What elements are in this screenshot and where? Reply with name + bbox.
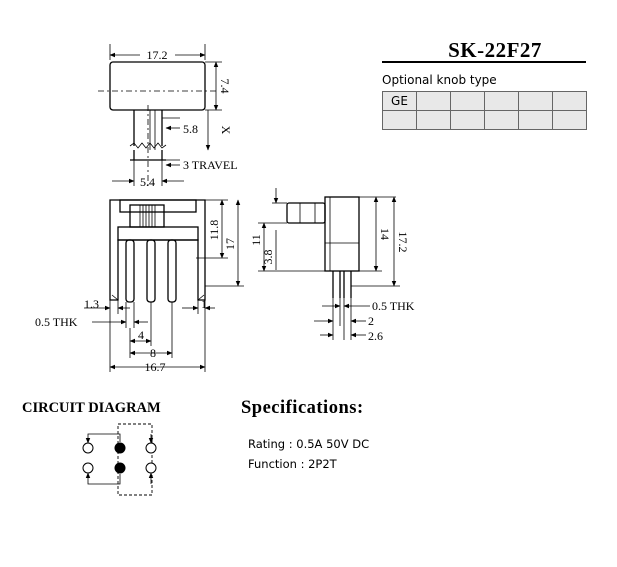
knob-cell (416, 91, 451, 111)
dim-travel: 3 TRAVEL (183, 158, 238, 172)
dim-knob-height: 7.4 (218, 79, 232, 94)
dim-side-2-6: 2.6 (368, 329, 383, 343)
dim-x-label: X (219, 126, 233, 135)
specifications-title: Specifications: (241, 398, 364, 418)
front-view: 11.8 17 1.3 1 0.5 THK 4 8 16.7 (35, 199, 244, 374)
dim-side-2: 2 (368, 314, 374, 328)
dim-side-11: 11 (249, 234, 263, 246)
knob-cell (450, 91, 485, 111)
side-view: 3.8 11 14 17.2 0.5 THK 2 2.6 (249, 188, 415, 343)
knob-cell (518, 91, 553, 111)
circuit-diagram-title: CIRCUIT DIAGRAM (22, 400, 161, 416)
dim-thk-left: 0.5 THK (35, 315, 78, 329)
dim-side-17-2: 17.2 (396, 232, 410, 253)
knob-row-1: GE (382, 91, 587, 111)
dim-side-14: 14 (378, 228, 392, 240)
knob-cell (382, 110, 417, 130)
dim-pitch-8: 8 (150, 346, 156, 360)
dim-side-3-8: 3.8 (261, 250, 275, 265)
knob-type-table: GE (382, 91, 587, 130)
knob-type-label: Optional knob type (382, 73, 497, 87)
dim-total-width: 16.7 (145, 360, 166, 374)
knob-cell (552, 110, 587, 130)
knob-cell (518, 110, 553, 130)
knob-cell (484, 91, 519, 111)
knob-cell (484, 110, 519, 130)
dim-stem-height: 5.8 (183, 122, 198, 136)
title-underline (382, 61, 586, 63)
top-view: 17.2 7.4 5.8 X 3 TRAVEL 5.4 (98, 44, 238, 189)
circuit-diagram (82, 423, 157, 496)
knob-row-2 (382, 110, 587, 130)
dim-height-17: 17 (223, 238, 237, 250)
dim-height-11-8: 11.8 (207, 220, 221, 241)
dim-pitch-4: 4 (138, 328, 144, 342)
dim-thk-right: 0.5 THK (372, 299, 415, 313)
dim-knob-width: 17.2 (147, 48, 168, 62)
dim-stem-width: 5.4 (140, 175, 155, 189)
knob-cell: GE (382, 91, 417, 111)
knob-cell (416, 110, 451, 130)
knob-cell (552, 91, 587, 111)
dim-1: 1 (201, 297, 207, 311)
part-number-title: SK-22F27 (448, 38, 542, 62)
dim-1-3: 1.3 (84, 297, 99, 311)
spec-function: Function : 2P2T (248, 457, 337, 471)
spec-rating: Rating : 0.5A 50V DC (248, 437, 370, 451)
knob-cell (450, 110, 485, 130)
